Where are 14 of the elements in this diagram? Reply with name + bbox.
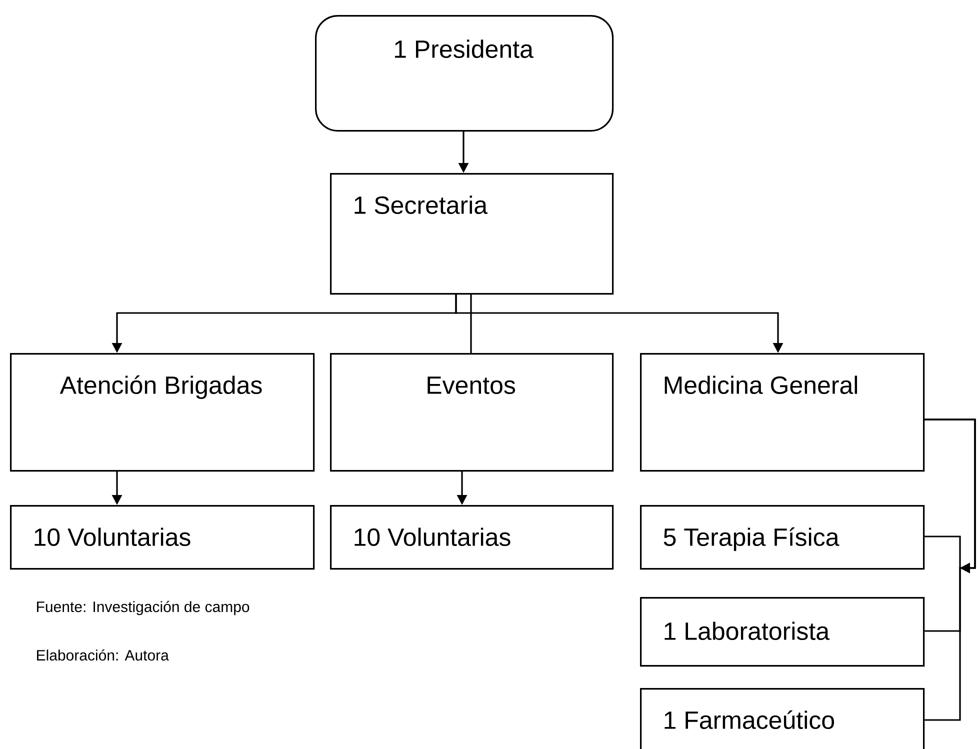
box: Atención Brigadas: [10, 353, 315, 472]
arrow: [923, 418, 976, 721]
box: 10 Voluntarias: [10, 505, 315, 570]
box: Eventos: [330, 353, 614, 472]
box: 1 Secretaria: [330, 173, 614, 295]
box: Medicina General: [640, 353, 925, 472]
box: 5 Terapia Física: [640, 505, 925, 570]
box: 1 Laboratorista: [640, 597, 925, 667]
source-note: Elaboración: Autora: [37, 649, 169, 661]
box: 10 Voluntarias: [330, 505, 614, 570]
box: 1 Farmaceútico: [640, 688, 925, 749]
rounded-box: 1 Presidenta: [315, 15, 614, 132]
connector-line: [470, 293, 472, 353]
source-note: Fuente: Investigación de campo: [37, 600, 250, 616]
